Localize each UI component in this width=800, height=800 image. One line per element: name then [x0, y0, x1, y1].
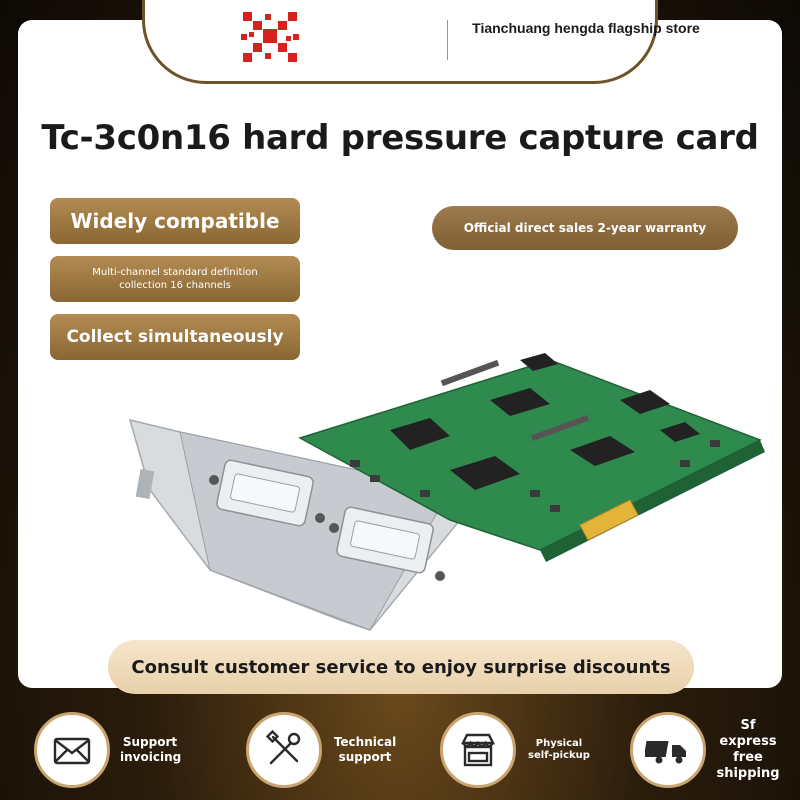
- store-header: Tianchuang hengda flagship store: [142, 0, 700, 84]
- envelope-icon: [34, 712, 110, 788]
- feature-badge-compatible: Widely compatible: [50, 198, 300, 244]
- service-label: Technical support: [333, 735, 397, 764]
- feature-badge-simultaneous: Collect simultaneously: [50, 314, 300, 360]
- service-label: Physical self-pickup: [528, 738, 590, 761]
- truck-icon: [630, 712, 706, 788]
- warranty-badge: Official direct sales 2-year warranty: [432, 206, 738, 250]
- page-title: Tc-3c0n16 hard pressure capture card: [41, 118, 759, 158]
- service-label: Support invoicing: [120, 735, 182, 764]
- store-logo-icon: [241, 12, 299, 62]
- tools-icon: [246, 712, 322, 788]
- discount-banner[interactable]: Consult customer service to enjoy surpri…: [108, 640, 694, 694]
- store-icon: [440, 712, 516, 788]
- service-invoicing: Support invoicing: [34, 712, 182, 788]
- capture-card-image: [128, 353, 765, 631]
- store-name: Tianchuang hengda flagship store: [472, 20, 700, 36]
- feature-badge-channels: Multi-channel standard definition collec…: [50, 256, 300, 302]
- service-technical: Technical support: [246, 712, 398, 788]
- header-divider: [447, 20, 448, 60]
- service-shipping: Sf express free shipping: [630, 712, 780, 788]
- service-pickup: Physical self-pickup: [440, 712, 592, 788]
- service-label: Sf express free shipping: [716, 718, 780, 781]
